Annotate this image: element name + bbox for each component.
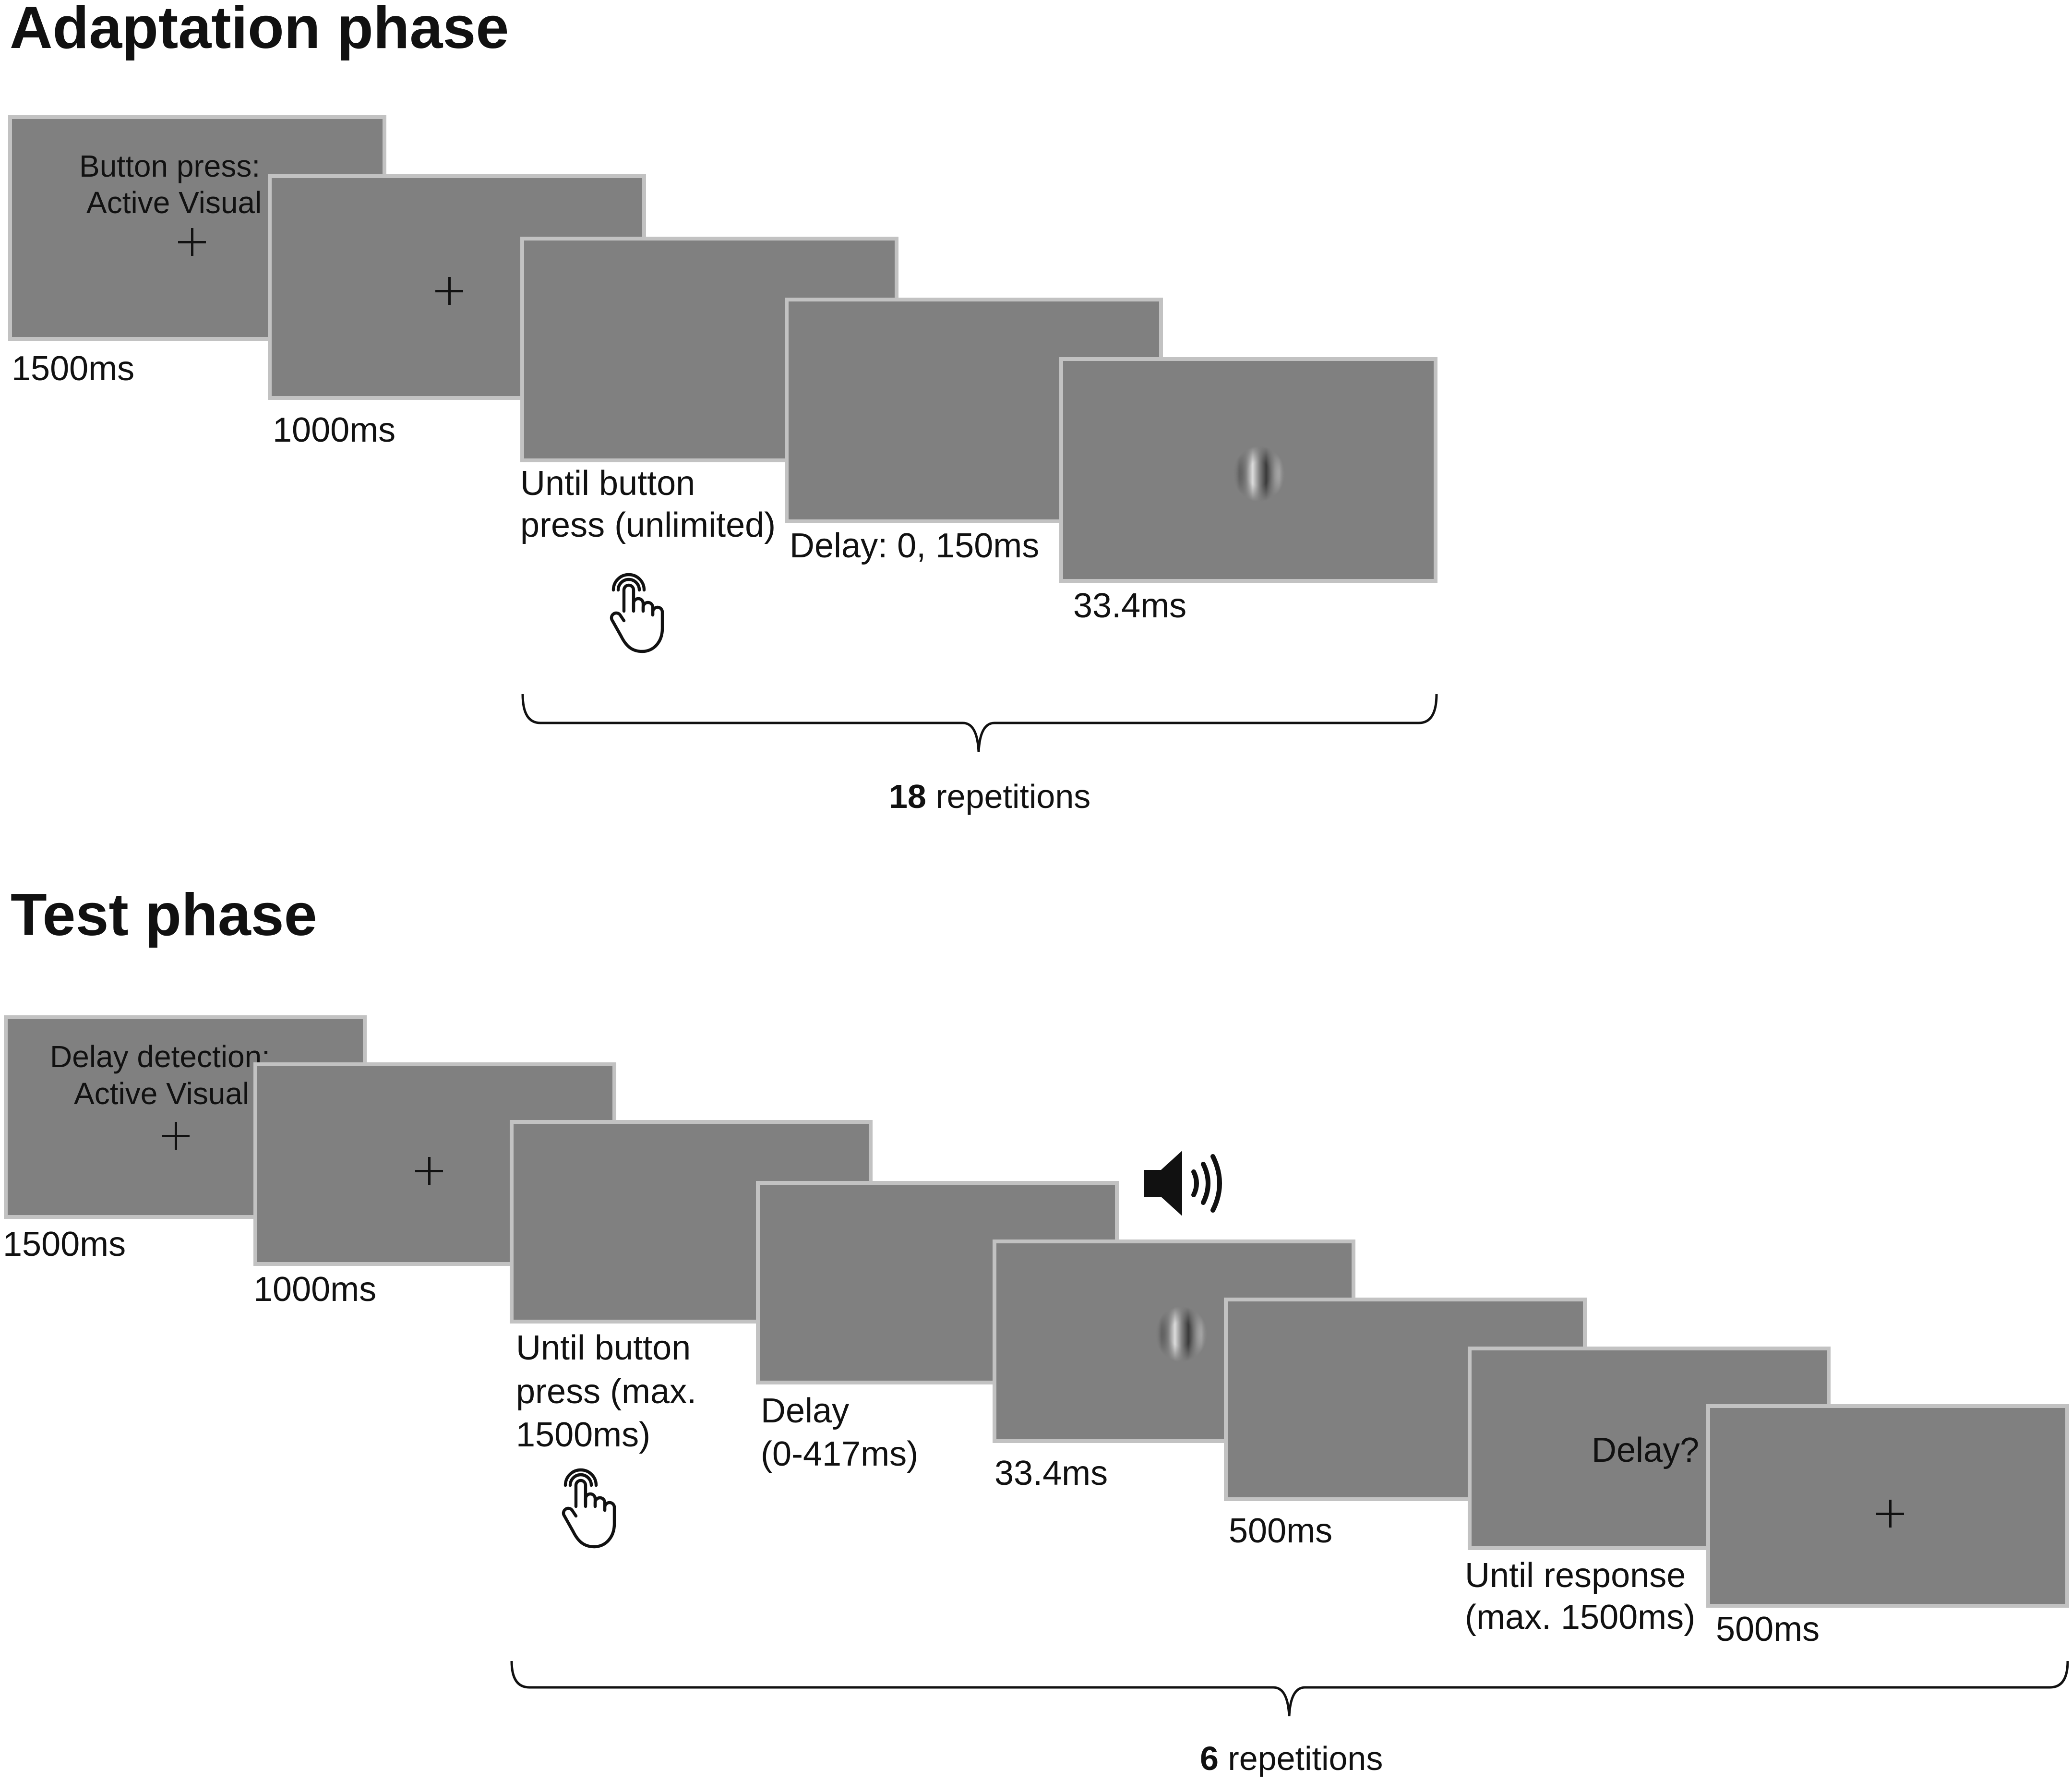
adaptation-phase-title: Adaptation phase [10, 0, 509, 61]
duration-label-line3: 1500ms) [516, 1416, 651, 1454]
screen-instruction-line1: Delay detection: [50, 1039, 270, 1074]
duration-label-line2: (max. 1500ms) [1465, 1598, 1696, 1637]
curly-brace [521, 694, 1438, 752]
duration-label-line1: Until response [1465, 1556, 1686, 1595]
repetitions-label: 18 repetitions [889, 780, 1090, 813]
curly-brace [510, 1661, 2069, 1717]
pointing-hand-icon [610, 573, 664, 653]
repetitions-text: repetitions [1228, 1740, 1383, 1777]
repetitions-label: 6 repetitions [1200, 1742, 1383, 1775]
gabor-stimulus-icon [1155, 1306, 1208, 1362]
speaker-icon [1144, 1151, 1222, 1216]
duration-label: 1500ms [3, 1225, 126, 1264]
duration-label: 500ms [1229, 1512, 1333, 1550]
duration-label: Delay: 0, 150ms [790, 527, 1040, 565]
duration-label-line2: (0-417ms) [761, 1435, 919, 1473]
duration-label-line1: Delay [761, 1392, 850, 1430]
duration-label-line2: press (unlimited) [520, 506, 776, 544]
duration-label: 33.4ms [1073, 587, 1187, 625]
fixation-cross-icon [162, 1122, 190, 1150]
fixation-cross-icon [415, 1157, 443, 1185]
test-phase-title: Test phase [11, 882, 317, 948]
fixation-cross-icon [178, 228, 206, 256]
duration-label-line1: Until button [520, 464, 695, 503]
fixation-cross-icon [435, 277, 463, 305]
repetitions-count: 6 [1200, 1740, 1219, 1777]
gabor-stimulus-icon [1233, 445, 1285, 502]
duration-label: 1500ms [12, 349, 135, 388]
repetitions-count: 18 [889, 778, 926, 815]
duration-label-line1: Until button [516, 1329, 691, 1367]
adaptation-screen-5 [1059, 357, 1437, 583]
test-screen-8 [1706, 1404, 2069, 1608]
screen-instruction-line2: Active Visual [86, 185, 262, 220]
fixation-cross-icon [1876, 1500, 1904, 1528]
duration-label: 500ms [1716, 1610, 1820, 1649]
screen-instruction-line2: Active Visual [74, 1076, 250, 1111]
pointing-hand-icon [562, 1468, 616, 1549]
duration-label: 33.4ms [994, 1454, 1108, 1492]
duration-label-line2: press (max. [516, 1372, 697, 1411]
delay-question: Delay? [1592, 1431, 1700, 1469]
screen-instruction-line1: Button press: [79, 149, 261, 183]
duration-label: 1000ms [253, 1270, 377, 1309]
duration-label: 1000ms [273, 411, 396, 449]
repetitions-text: repetitions [935, 778, 1091, 815]
